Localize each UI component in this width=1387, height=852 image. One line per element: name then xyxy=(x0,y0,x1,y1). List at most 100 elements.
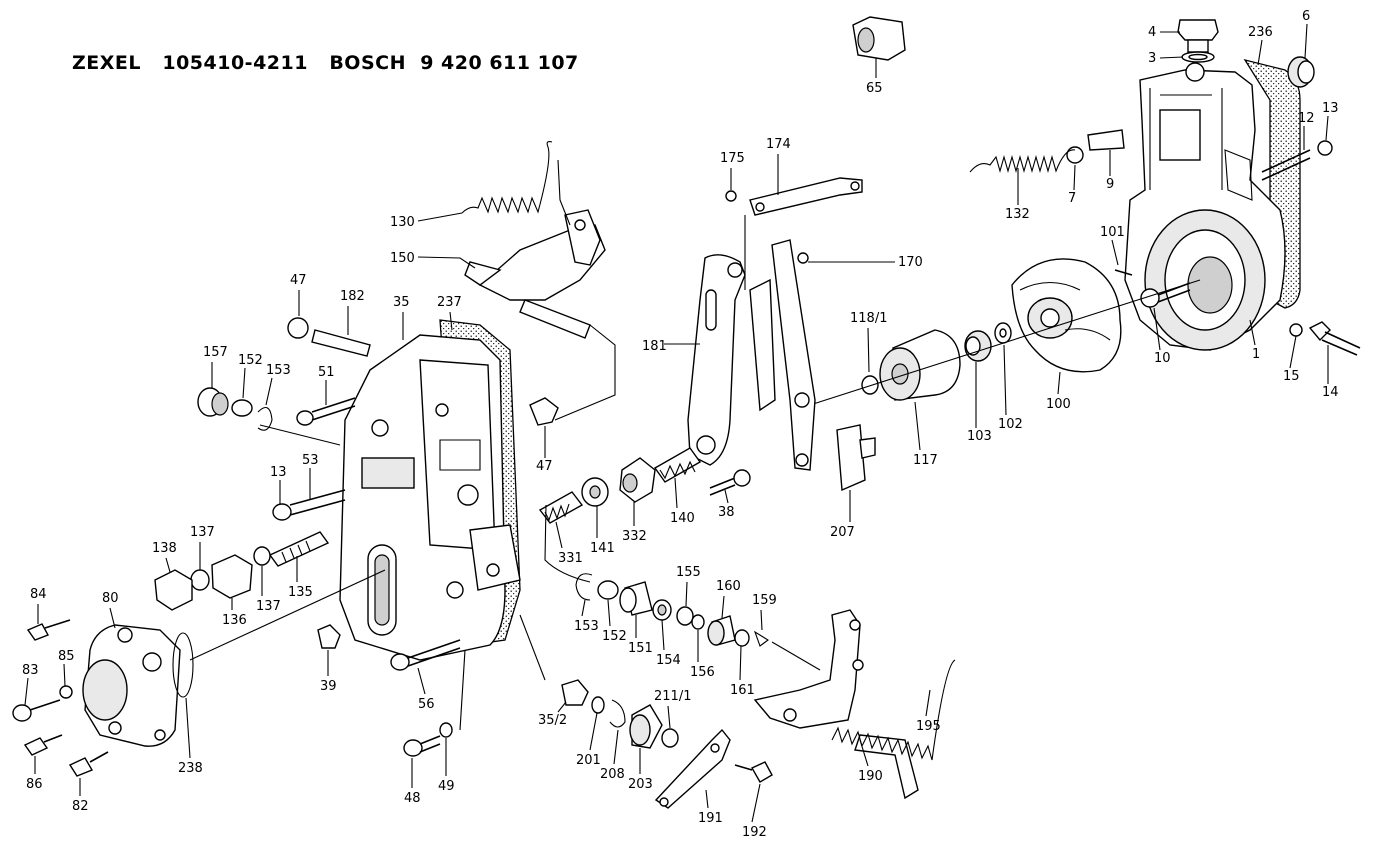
callout-132: 132 xyxy=(1005,168,1030,222)
label-138: 138 xyxy=(152,541,177,556)
callout-208: 208 xyxy=(600,729,625,782)
callout-157: 157 xyxy=(203,345,228,388)
lever-150 xyxy=(464,209,606,339)
label-9: 9 xyxy=(1106,177,1114,192)
callout-118-1: 118/1 xyxy=(850,311,887,373)
label-331: 331 xyxy=(558,551,583,566)
link-174 xyxy=(725,177,863,216)
bolt-56 xyxy=(390,639,461,671)
spring-140 xyxy=(653,447,702,483)
label-6: 6 xyxy=(1302,9,1310,24)
spring-132 xyxy=(969,149,1076,174)
callout-102: 102 xyxy=(998,344,1023,432)
label-132: 132 xyxy=(1005,207,1030,222)
label-101: 101 xyxy=(1100,225,1125,240)
label-195: 195 xyxy=(916,719,941,734)
callout-47-mid: 47 xyxy=(536,426,553,474)
callout-181: 181 xyxy=(642,339,700,354)
collar-156 xyxy=(707,615,769,647)
label-159: 159 xyxy=(752,593,777,608)
callout-38: 38 xyxy=(718,489,735,520)
callout-12: 12 xyxy=(1298,111,1315,150)
cap-203 xyxy=(629,704,679,749)
callout-153-bot: 153 xyxy=(574,599,599,634)
label-170: 170 xyxy=(898,255,923,270)
label-4: 4 xyxy=(1148,25,1156,40)
bolt-51 xyxy=(296,397,356,426)
label-118-1: 118/1 xyxy=(850,311,887,326)
callout-174: 174 xyxy=(766,137,791,195)
bosch-part-number: 9 420 611 107 xyxy=(420,52,579,74)
label-15: 15 xyxy=(1283,369,1300,384)
callout-159: 159 xyxy=(752,593,777,631)
label-153-top: 153 xyxy=(266,363,291,378)
callout-65: 65 xyxy=(866,58,883,96)
label-51: 51 xyxy=(318,365,335,380)
label-13-left: 13 xyxy=(270,465,287,480)
label-141: 141 xyxy=(590,541,615,556)
label-174: 174 xyxy=(766,137,791,152)
label-140: 140 xyxy=(670,511,695,526)
callout-4: 4 xyxy=(1148,25,1180,40)
callout-211-1: 211/1 xyxy=(654,689,691,729)
sleeve-117 xyxy=(861,329,961,401)
callout-155: 155 xyxy=(676,565,701,607)
label-53: 53 xyxy=(302,453,319,468)
label-47-top: 47 xyxy=(290,273,307,288)
label-332: 332 xyxy=(622,529,647,544)
maker-bosch: BOSCH xyxy=(329,52,406,74)
axis-line-48 xyxy=(459,649,466,731)
callout-53: 53 xyxy=(302,453,319,500)
nut-39 xyxy=(317,624,341,649)
label-155: 155 xyxy=(676,565,701,580)
maker-zexel: ZEXEL xyxy=(72,52,141,74)
bolt-82 xyxy=(68,751,109,777)
callout-136: 136 xyxy=(222,598,247,628)
callout-13-left: 13 xyxy=(270,465,287,505)
callout-170: 170 xyxy=(808,255,923,270)
label-100: 100 xyxy=(1046,397,1071,412)
callout-152-top: 152 xyxy=(238,353,263,399)
callout-15: 15 xyxy=(1283,335,1300,384)
callout-238: 238 xyxy=(178,697,203,776)
callout-56: 56 xyxy=(417,667,435,712)
callout-48: 48 xyxy=(404,758,421,806)
label-7: 7 xyxy=(1068,191,1076,206)
label-137-a: 137 xyxy=(190,525,215,540)
bolt-86 xyxy=(23,734,63,756)
callout-192: 192 xyxy=(742,783,767,840)
label-182: 182 xyxy=(340,289,365,304)
label-65: 65 xyxy=(866,81,883,96)
axis-line-lower xyxy=(544,504,591,583)
callout-9: 9 xyxy=(1106,150,1114,192)
cover-80 xyxy=(82,624,181,747)
bolt-83 xyxy=(12,699,61,722)
axis-line-35-2 xyxy=(519,614,546,681)
callout-117: 117 xyxy=(913,401,938,468)
bolt-192 xyxy=(734,761,773,783)
label-136: 136 xyxy=(222,613,247,628)
label-236: 236 xyxy=(1248,25,1273,40)
callout-331: 331 xyxy=(555,521,583,566)
ring-153 xyxy=(575,573,619,601)
callout-103: 103 xyxy=(967,362,992,444)
callout-7: 7 xyxy=(1068,164,1076,206)
bolt-12 xyxy=(1261,140,1333,181)
axis-line-130 xyxy=(557,159,571,226)
plug-4 xyxy=(1177,19,1219,63)
callout-35: 35 xyxy=(393,295,410,340)
callout-47-top: 47 xyxy=(290,273,307,316)
axis-line-governor xyxy=(809,279,1201,406)
block-207 xyxy=(836,424,876,492)
callout-51: 51 xyxy=(318,365,335,405)
bolt-47 xyxy=(529,397,559,426)
callout-153-top: 153 xyxy=(265,363,291,406)
label-38: 38 xyxy=(718,505,735,520)
label-203: 203 xyxy=(628,777,653,792)
axis-line-cover xyxy=(189,569,386,661)
nut-141 xyxy=(581,477,609,507)
axis-line-157 xyxy=(259,424,341,446)
governor-housing xyxy=(1124,58,1301,351)
label-154: 154 xyxy=(656,653,681,668)
